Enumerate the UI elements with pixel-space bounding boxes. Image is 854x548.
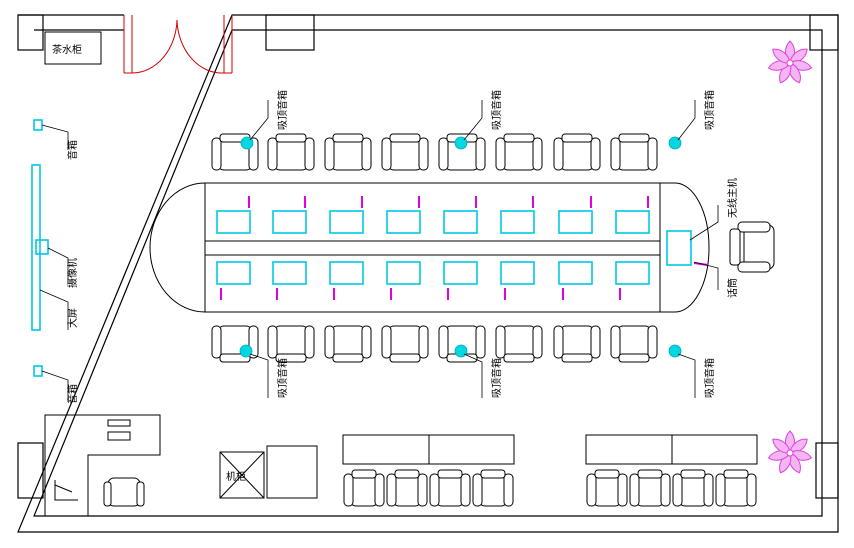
monitor [386, 261, 421, 285]
svg-text:吸顶音箱: 吸顶音箱 [490, 90, 503, 130]
monitor [329, 261, 364, 285]
monitor [558, 210, 593, 234]
chair[interactable] [610, 325, 658, 363]
monitor [443, 210, 478, 234]
chair[interactable] [324, 133, 372, 171]
monitor [615, 261, 650, 285]
chair[interactable] [629, 469, 671, 507]
chair[interactable] [429, 469, 471, 507]
table-monitors [216, 196, 709, 300]
ceiling-speaker-icon [454, 344, 468, 358]
ceiling-speaker-icon [668, 344, 682, 358]
svg-text:吸顶音箱: 吸顶音箱 [276, 358, 289, 398]
chair[interactable] [715, 469, 757, 507]
side-tables [342, 434, 758, 465]
chair[interactable] [472, 469, 514, 507]
ceiling-speaker-labels: 吸顶音箱 吸顶音箱 吸顶音箱 吸顶音箱 吸顶音箱 吸顶音箱 [249, 90, 716, 398]
monitor [500, 210, 535, 234]
chair[interactable] [672, 469, 714, 507]
chair[interactable] [381, 133, 429, 171]
tea-water-label: 茶水柜 [52, 43, 82, 56]
svg-text:音箱: 音箱 [66, 384, 79, 404]
svg-text:话筒: 话筒 [726, 278, 739, 298]
monitor [558, 261, 593, 285]
chair[interactable] [267, 133, 315, 171]
chair[interactable] [610, 133, 658, 171]
control-desk [44, 414, 161, 517]
camera-icon [35, 239, 49, 255]
monitor [443, 261, 478, 285]
tea-water-cabinet: 茶水柜 [44, 31, 102, 65]
svg-text:机柜: 机柜 [226, 470, 246, 483]
conference-table [149, 182, 710, 313]
wall-speaker-icon [33, 365, 43, 377]
monitor [386, 210, 421, 234]
wall-speaker-icon [33, 119, 43, 131]
walls [17, 14, 839, 533]
svg-text:吸顶音箱: 吸顶音箱 [703, 90, 716, 130]
monitor [500, 261, 535, 285]
svg-text:摄像机: 摄像机 [66, 258, 79, 288]
monitor [216, 261, 251, 285]
chair[interactable] [586, 469, 628, 507]
monitor [329, 210, 364, 234]
svg-text:吸顶音箱: 吸顶音箱 [703, 358, 716, 398]
plant-icon [767, 40, 813, 84]
chairs [211, 133, 757, 507]
entrance-door[interactable] [123, 15, 233, 74]
wireless-host [666, 230, 692, 266]
svg-text:吸顶音箱: 吸顶音箱 [276, 90, 289, 130]
svg-text:音箱: 音箱 [66, 140, 79, 160]
chair[interactable] [553, 325, 601, 363]
chair[interactable] [386, 469, 428, 507]
monitor [216, 210, 251, 234]
chair[interactable] [438, 325, 486, 363]
chairman-chair[interactable] [729, 221, 775, 273]
ceiling-speaker-icon [239, 344, 253, 358]
svg-text:大屏: 大屏 [66, 308, 79, 328]
chair[interactable] [211, 133, 259, 171]
svg-text:吸顶音箱: 吸顶音箱 [490, 358, 503, 398]
cabinet: 机柜 [219, 445, 318, 499]
monitor [615, 210, 650, 234]
chair[interactable] [553, 133, 601, 171]
chair[interactable] [324, 325, 372, 363]
chair[interactable] [343, 469, 385, 507]
chair[interactable] [438, 133, 486, 171]
monitor [272, 261, 307, 285]
chair[interactable] [211, 325, 259, 363]
chair[interactable] [381, 325, 429, 363]
chair[interactable] [267, 325, 315, 363]
plant-icon [767, 430, 813, 474]
left-wall-equipment: 音箱 摄像机 大屏 音箱 [31, 119, 79, 404]
chair[interactable] [495, 325, 543, 363]
chair[interactable] [495, 133, 543, 171]
svg-text:无线主机: 无线主机 [726, 178, 739, 218]
monitor [272, 210, 307, 234]
operator-chair[interactable] [103, 477, 145, 507]
big-screen [31, 164, 41, 331]
